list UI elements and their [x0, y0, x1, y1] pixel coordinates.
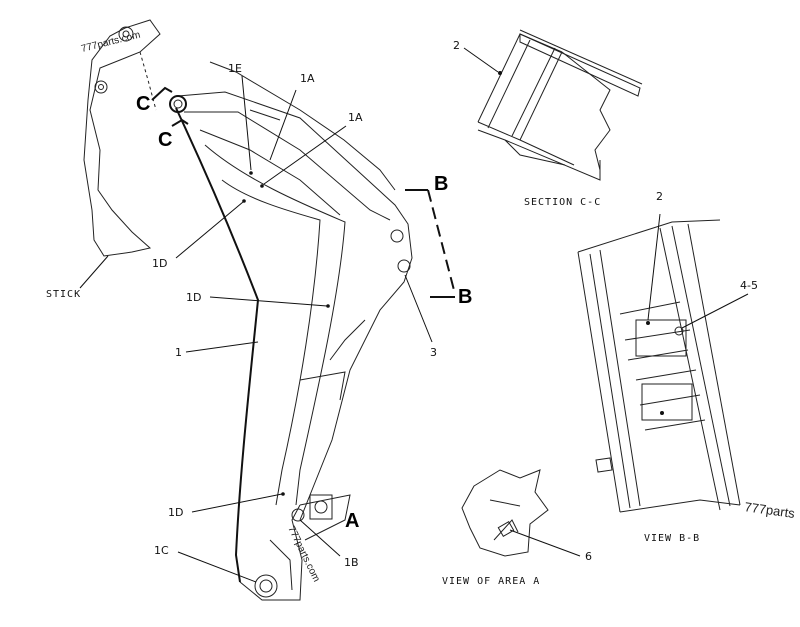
stick-label: STICK [46, 289, 81, 300]
callout-2-section: 2 [453, 39, 460, 52]
callout-3: 3 [430, 346, 437, 359]
callout-1d-lower: 1D [168, 506, 183, 519]
view-bb [577, 219, 741, 513]
watermark-top-left: 777parts.com [80, 30, 141, 55]
callout-1d-middle: 1D [186, 291, 201, 304]
view-area-a-caption: VIEW OF AREA A [442, 576, 540, 587]
boom-top-pin [169, 95, 187, 113]
section-cc-view [477, 29, 643, 181]
view-area-a [461, 469, 549, 557]
callout-4-5: 4-5 [740, 279, 758, 292]
section-c-upper-label: C [136, 93, 150, 115]
area-a-block [309, 494, 333, 520]
view-bb-caption: VIEW B-B [644, 533, 700, 544]
callout-1c: 1C [154, 544, 169, 557]
area-a-label: A [345, 510, 359, 532]
callout-1a-upper: 1A [300, 72, 315, 85]
stick-outline [83, 19, 161, 257]
section-b-upper-label: B [434, 173, 448, 195]
watermark-right: 777parts [744, 499, 797, 521]
callout-6: 6 [585, 550, 592, 563]
section-cc-caption: SECTION C-C [524, 197, 601, 208]
boom-foot-pin [254, 574, 278, 598]
callout-1: 1 [175, 346, 182, 359]
stick-leader [79, 255, 109, 289]
boom-nose-hole-lower [397, 259, 411, 273]
callout-1a-lower: 1A [348, 111, 363, 124]
callout-1d-upper: 1D [152, 257, 167, 270]
callout-1b: 1B [344, 556, 359, 569]
callout-1e: 1E [228, 62, 242, 75]
section-c-lower-label: C [158, 129, 172, 151]
boom-nose-hole-upper [390, 229, 404, 243]
callout-2-view: 2 [656, 190, 663, 203]
section-b-lower-label: B [458, 286, 472, 308]
